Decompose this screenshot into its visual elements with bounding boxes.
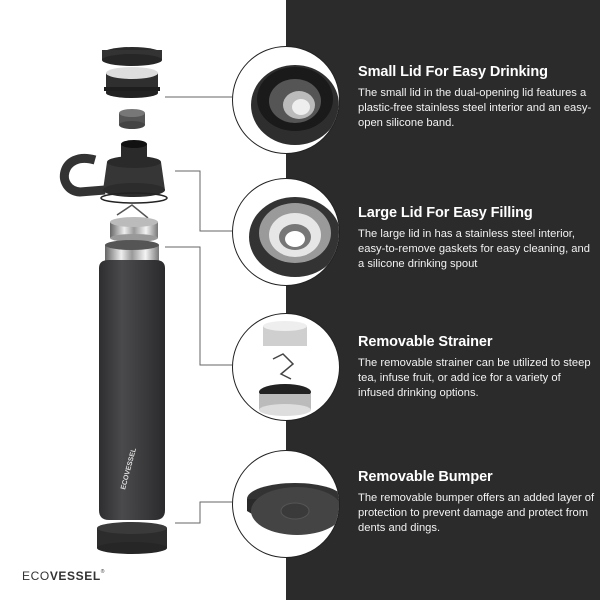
feature-large-lid: Large Lid For Easy Filling The large lid… (358, 204, 598, 272)
bumper-closeup (232, 450, 340, 558)
feature-title: Small Lid For Easy Drinking (358, 64, 548, 80)
feature-description: The removable strainer can be utilized t… (358, 357, 591, 399)
bottle-exploded-view: ECOVESSEL (60, 47, 168, 554)
feature-description: The large lid in has a stainless steel i… (358, 228, 590, 270)
bottle-body-icon: ECOVESSEL (99, 240, 165, 520)
small-lid-closeup (232, 46, 340, 154)
bumper-icon (97, 522, 167, 554)
feature-strainer: Removable Strainer The removable straine… (358, 333, 598, 401)
small-lid-icon (104, 67, 160, 98)
feature-title: Removable Bumper (358, 469, 493, 485)
large-lid-closeup (232, 178, 340, 286)
feature-description: The removable bumper offers an added lay… (358, 492, 595, 534)
feature-small-lid: Small Lid For Easy Drinking The small li… (358, 63, 598, 131)
feature-bumper: Removable Bumper The removable bumper of… (358, 468, 598, 536)
large-lid-icon (60, 140, 168, 204)
strainer-icon (110, 204, 158, 242)
strainer-closeup (232, 313, 340, 421)
feature-description: The small lid in the dual-opening lid fe… (358, 87, 592, 129)
silicone-band-icon (102, 47, 162, 66)
feature-title: Large Lid For Easy Filling (358, 205, 533, 221)
gasket-icon (119, 109, 145, 129)
feature-title: Removable Strainer (358, 334, 493, 350)
ecovessel-logo: ECOVESSEL® (22, 569, 106, 583)
